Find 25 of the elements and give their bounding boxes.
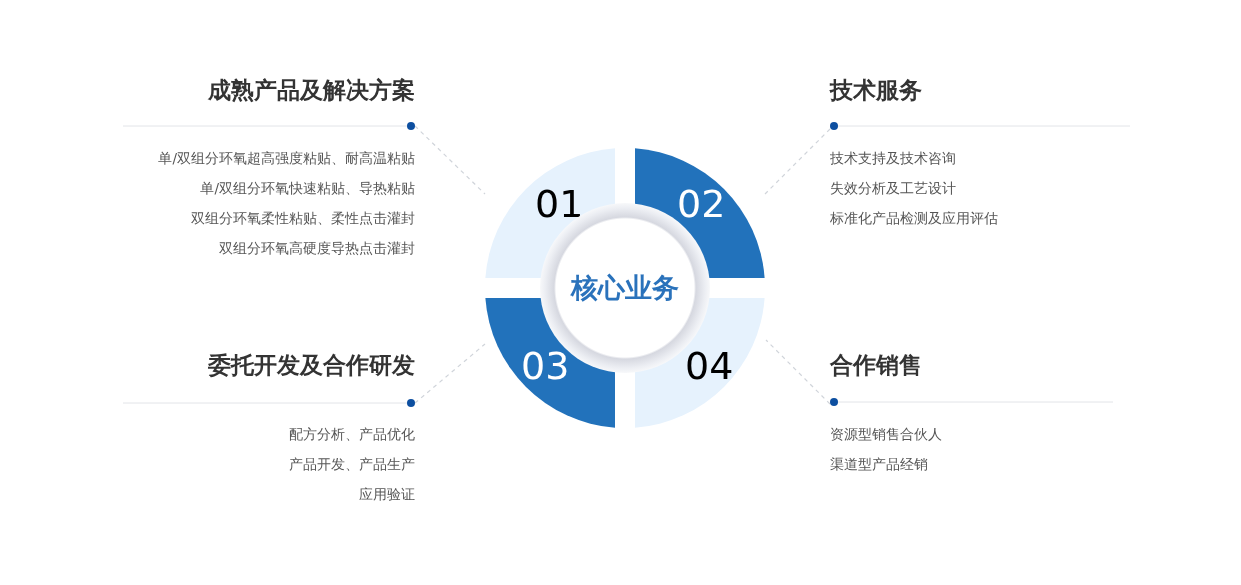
leader-line	[764, 128, 831, 195]
list-item: 应用验证	[359, 485, 415, 503]
section-heading: 委托开发及合作研发	[208, 351, 415, 380]
list-item: 技术支持及技术咨询	[830, 149, 956, 167]
list-item: 双组分环氧柔性粘贴、柔性点击灌封	[191, 209, 415, 227]
leader-line	[765, 339, 831, 405]
list-item: 失效分析及工艺设计	[830, 179, 956, 197]
list-item: 单/双组分环氧超高强度粘贴、耐高温粘贴	[158, 149, 415, 167]
list-item: 产品开发、产品生产	[289, 455, 415, 473]
list-item: 单/双组分环氧快速粘贴、导热粘贴	[200, 179, 415, 197]
list-item: 配方分析、产品优化	[289, 425, 415, 443]
section-heading: 技术服务	[830, 76, 922, 105]
list-item: 双组分环氧高硬度导热点击灌封	[219, 239, 415, 257]
list-item: 资源型销售合伙人	[830, 425, 942, 443]
segment-number: 01	[535, 182, 584, 226]
section-heading: 合作销售	[830, 351, 922, 380]
section-heading: 成熟产品及解决方案	[208, 76, 415, 105]
segment-number: 02	[677, 182, 726, 226]
leader-line	[414, 125, 486, 195]
segment-number: 04	[685, 344, 734, 388]
leader-line	[414, 343, 486, 404]
list-item: 渠道型产品经销	[830, 455, 928, 473]
center-title: 核心业务	[571, 271, 679, 305]
segment-number: 03	[521, 344, 570, 388]
list-item: 标准化产品检测及应用评估	[830, 209, 998, 227]
